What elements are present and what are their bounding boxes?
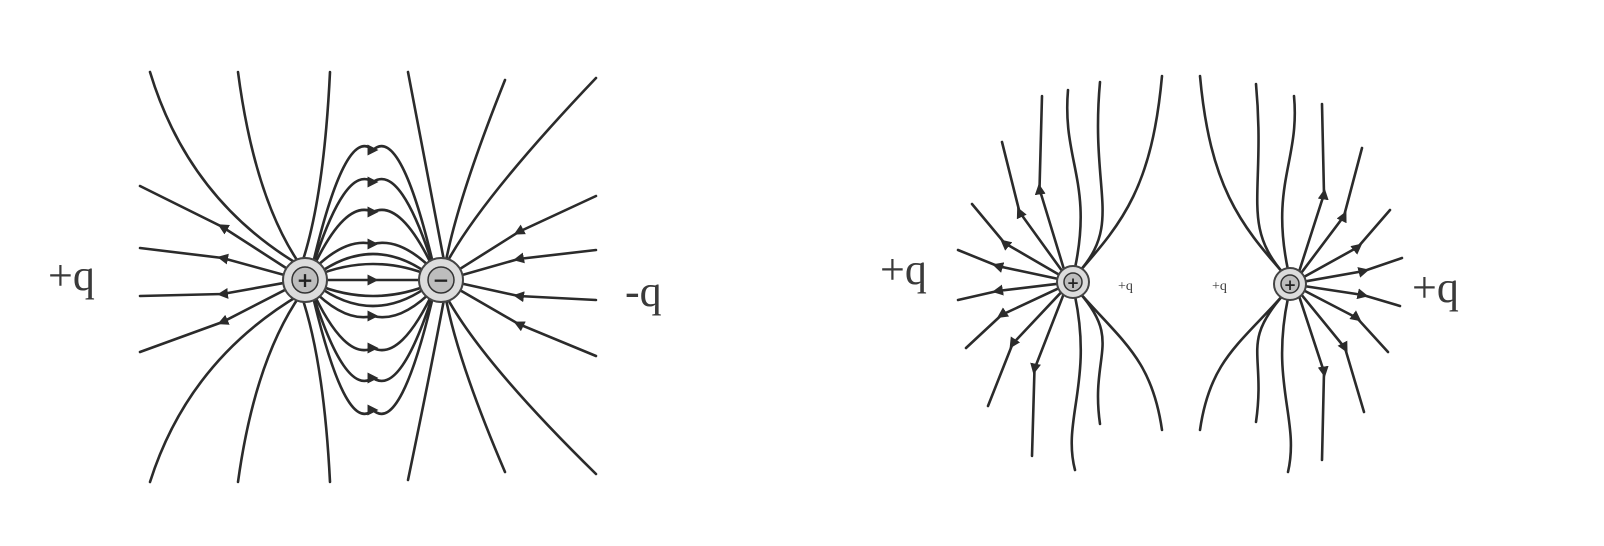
like-right-fan-1 bbox=[1296, 146, 1364, 279]
dipole-loop-tiny-up-0 bbox=[313, 262, 433, 278]
dipole-diagram: + − +q -q bbox=[48, 70, 662, 484]
dipole-radial-right-3 bbox=[451, 284, 598, 358]
dipole-loop-lower-3 bbox=[309, 286, 437, 416]
like-right-down-1 bbox=[1198, 292, 1286, 432]
dipole-loop-lower-2 bbox=[309, 286, 437, 384]
dipole-loop-lower-1 bbox=[309, 286, 437, 354]
like-left-down-1 bbox=[1077, 290, 1164, 432]
positive-charge: + bbox=[282, 257, 328, 303]
like-right-fan-3 bbox=[1296, 256, 1404, 284]
like-right-fan-7 bbox=[1296, 291, 1329, 462]
like-right-fan-4 bbox=[1296, 283, 1402, 308]
like-right-fan-6 bbox=[1296, 289, 1366, 414]
like-right-up-0 bbox=[1254, 82, 1286, 276]
like-left-label: +q bbox=[880, 245, 927, 294]
dipole-radial-left-0 bbox=[138, 184, 295, 274]
like-left-fan-6 bbox=[986, 286, 1067, 408]
like-left-down-0 bbox=[1077, 290, 1104, 426]
dipole-left-label: +q bbox=[48, 251, 95, 300]
right-positive-charge: + bbox=[1273, 267, 1307, 301]
dipole-outer-bottom-right-0 bbox=[406, 292, 447, 482]
negative-charge: − bbox=[418, 257, 464, 303]
like-right-fan-2 bbox=[1296, 208, 1392, 282]
like-left-up-0 bbox=[1077, 80, 1104, 274]
like-left-down-inner bbox=[1070, 294, 1083, 472]
dipole-radial-right-0 bbox=[451, 194, 598, 275]
dipole-outer-top-left-0 bbox=[148, 70, 303, 268]
dipole-loop-lower-0 bbox=[309, 286, 437, 322]
dipole-radial-left-3 bbox=[138, 284, 295, 354]
like-left-up-inner bbox=[1065, 88, 1082, 270]
positive-charge-sign: + bbox=[297, 268, 314, 292]
like-right-down-inner bbox=[1280, 296, 1293, 474]
dipole-outer-top-left-2 bbox=[299, 70, 332, 268]
dipole-loop-upper-2 bbox=[309, 176, 437, 274]
like-left-fan-5 bbox=[964, 284, 1067, 350]
dipole-right-label: -q bbox=[625, 267, 662, 316]
like-inner-left-label: +q bbox=[1118, 279, 1133, 294]
like-left-fan-2 bbox=[970, 202, 1067, 280]
dipole-outer-top-right-1 bbox=[443, 78, 507, 268]
dipole-radial-left-1 bbox=[138, 246, 295, 279]
like-left-fan-7 bbox=[1030, 289, 1067, 458]
like-right-fan-5 bbox=[1296, 286, 1390, 354]
dipole-outer-bottom-left-1 bbox=[236, 292, 303, 484]
dipole-outer-bottom-left-0 bbox=[148, 292, 303, 484]
dipole-loop-upper-0 bbox=[309, 238, 437, 274]
like-inner-right-label: +q bbox=[1212, 279, 1227, 294]
dipole-loop-tiny-up-1 bbox=[313, 252, 433, 278]
dipole-outer-top-left-1 bbox=[236, 70, 303, 268]
dipole-outer-top-right-2 bbox=[443, 76, 598, 268]
dipole-loop-upper-3 bbox=[309, 144, 437, 274]
like-right-up-1 bbox=[1198, 74, 1286, 276]
left-positive-charge-sign: + bbox=[1067, 274, 1080, 292]
like-left-fan-0 bbox=[1034, 94, 1067, 274]
dipole-radial-right-2 bbox=[451, 280, 598, 303]
left-positive-charge: + bbox=[1056, 265, 1090, 299]
right-positive-charge-sign: + bbox=[1284, 276, 1297, 294]
negative-charge-sign: − bbox=[433, 268, 450, 292]
like-right-up-inner bbox=[1280, 94, 1297, 272]
like-left-fan-4 bbox=[956, 281, 1067, 302]
dipole-outer-bottom-left-2 bbox=[299, 292, 332, 484]
dipole-outer-top-right-0 bbox=[406, 70, 447, 268]
dipole-loop-tiny-down-0 bbox=[313, 282, 433, 298]
dipole-outer-bottom-right-2 bbox=[443, 292, 598, 476]
like-left-fan-1 bbox=[1000, 140, 1067, 277]
like-field-lines bbox=[956, 74, 1404, 474]
like-left-fan-3 bbox=[956, 248, 1067, 282]
like-right-fan-0 bbox=[1296, 102, 1329, 277]
dipole-field-lines bbox=[138, 70, 598, 484]
dipole-radial-left-2 bbox=[138, 280, 295, 299]
like-charges-diagram: + + +q +q +q +q bbox=[880, 74, 1459, 474]
dipole-loop-tiny-down-1 bbox=[313, 282, 433, 308]
like-right-down-0 bbox=[1254, 292, 1286, 424]
dipole-loop-upper-1 bbox=[309, 206, 437, 274]
like-left-up-1 bbox=[1077, 74, 1164, 274]
dipole-outer-bottom-right-1 bbox=[443, 292, 507, 474]
like-right-label: +q bbox=[1412, 263, 1459, 312]
dipole-radial-right-1 bbox=[451, 248, 598, 279]
